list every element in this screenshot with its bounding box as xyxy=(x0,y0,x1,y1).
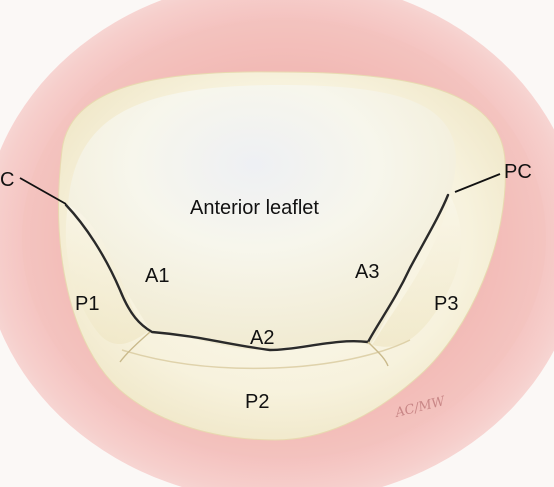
scallop-label-p3: P3 xyxy=(434,294,458,314)
left-commissure-label: C xyxy=(0,170,14,190)
scallop-label-a1: A1 xyxy=(145,266,169,286)
anterior-leaflet-label: Anterior leaflet xyxy=(190,198,319,218)
scallop-label-a3: A3 xyxy=(355,262,379,282)
scallop-label-p2: P2 xyxy=(245,392,269,412)
scallop-label-a2: A2 xyxy=(250,328,274,348)
scallop-label-p1: P1 xyxy=(75,294,99,314)
right-commissure-label: PC xyxy=(504,162,532,182)
